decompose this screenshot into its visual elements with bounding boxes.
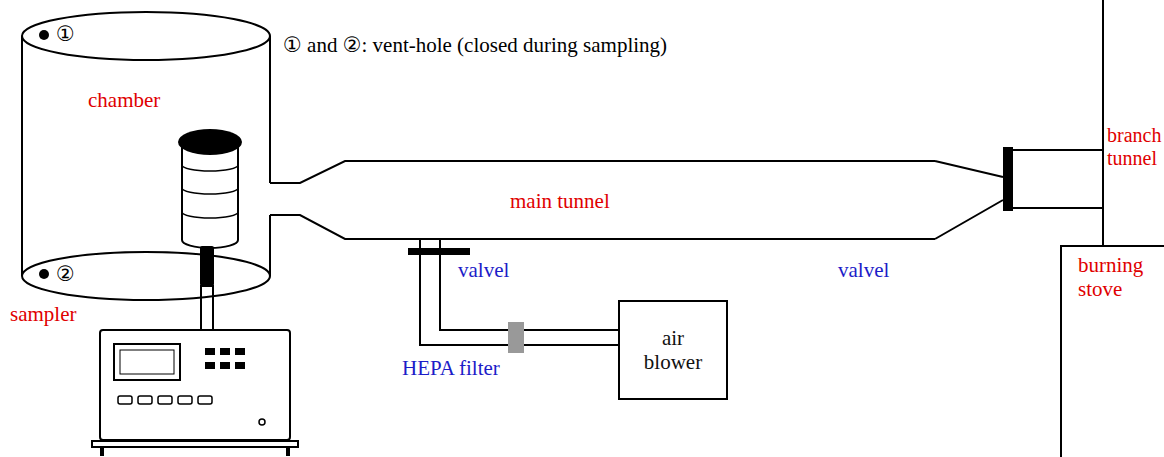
air-blower-box: air blower bbox=[618, 300, 728, 400]
pipe-connector bbox=[935, 150, 1102, 239]
sampler-key bbox=[198, 396, 212, 404]
sampler-key bbox=[178, 396, 192, 404]
node-text: main tunnel bbox=[510, 189, 935, 213]
callout-number: ① bbox=[56, 22, 75, 46]
sampler-body bbox=[100, 330, 290, 440]
callout-number: ② bbox=[56, 262, 75, 286]
cylinder-side bbox=[22, 36, 270, 276]
valve-label: valvel bbox=[458, 258, 509, 282]
sampler-button bbox=[220, 362, 230, 369]
inlet-connector bbox=[200, 246, 214, 286]
sampler-key bbox=[118, 396, 132, 404]
pipe-connector bbox=[270, 161, 380, 239]
vent-hole-dot bbox=[39, 269, 49, 279]
sampler-button bbox=[235, 362, 245, 369]
sampler-key bbox=[138, 396, 152, 404]
sampler-button bbox=[205, 362, 215, 369]
sampler-button bbox=[205, 348, 215, 355]
burning-stove: burning stove bbox=[1060, 245, 1164, 457]
valve-bar bbox=[1003, 147, 1013, 211]
note-text: ① and ②: vent-hole (closed during sampli… bbox=[283, 33, 667, 57]
sampler-key bbox=[158, 396, 172, 404]
sampler-stand bbox=[92, 441, 298, 447]
flue-wall bbox=[1102, 0, 1104, 88]
sampler-button bbox=[235, 348, 245, 355]
cylinder-top bbox=[22, 12, 270, 60]
sampler-button bbox=[220, 348, 230, 355]
main-tunnel: main tunnel bbox=[380, 160, 935, 240]
chamber-cylinder: chamber bbox=[20, 10, 272, 302]
filter-holder-body bbox=[182, 142, 238, 240]
part-label: sampler bbox=[10, 302, 76, 326]
valve-label: valvel bbox=[838, 258, 889, 282]
sampler-screen bbox=[114, 344, 180, 380]
node-text: branch tunnel bbox=[1107, 124, 1161, 170]
filter-label: HEPA filter bbox=[402, 356, 500, 380]
sampling-tube bbox=[201, 286, 213, 330]
filter-holder-ring bbox=[182, 165, 238, 218]
sampler-indicator bbox=[259, 419, 265, 425]
valve-bar bbox=[408, 248, 470, 255]
stand-leg bbox=[100, 447, 104, 456]
cylinder-bottom bbox=[22, 252, 270, 300]
hepa-filter-block bbox=[508, 322, 524, 353]
sampler-screen-inner bbox=[120, 350, 174, 374]
node-text: chamber bbox=[88, 88, 272, 112]
branch-tunnel: branch tunnel bbox=[1102, 88, 1164, 245]
node-text: burning stove bbox=[1078, 253, 1156, 301]
node-text: air blower bbox=[637, 326, 709, 374]
cylinder-outline bbox=[20, 10, 272, 302]
vent-hole-dot bbox=[39, 30, 49, 40]
stand-leg bbox=[286, 447, 290, 456]
filter-holder-cap bbox=[178, 129, 242, 155]
